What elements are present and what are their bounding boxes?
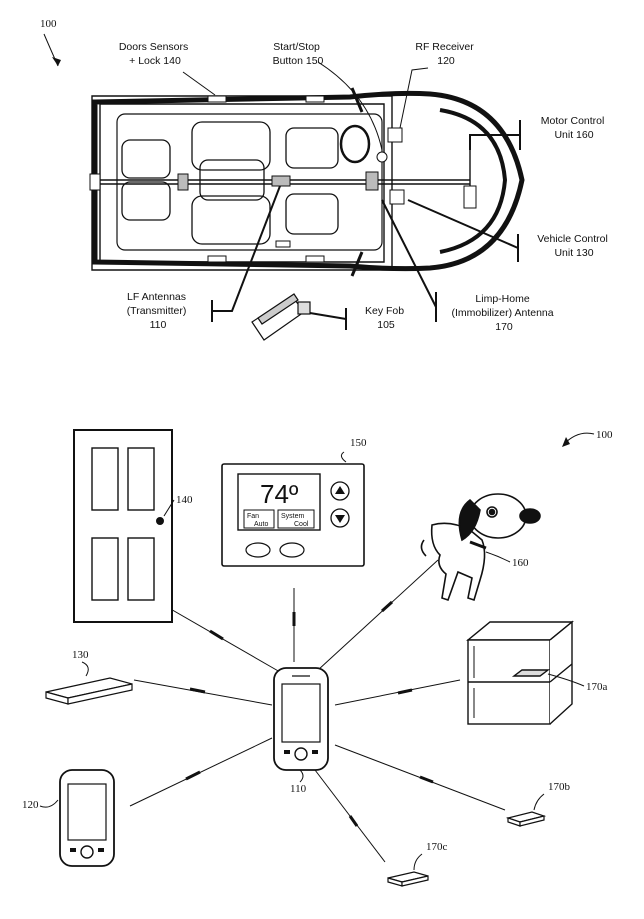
vehicle-components xyxy=(89,95,477,263)
vehicle-control-box xyxy=(389,189,405,205)
up-arrow-icon xyxy=(335,486,345,494)
front-seat-left xyxy=(285,127,339,169)
link-phone2 xyxy=(129,737,273,807)
phone-120-leader xyxy=(39,799,59,808)
door-ref-label: 140 xyxy=(176,494,193,506)
down-arrow-icon xyxy=(335,515,345,523)
tag-170b-leader xyxy=(533,793,545,811)
dog-leader xyxy=(485,551,511,563)
motor-control-box xyxy=(463,185,477,209)
fan-value: Auto xyxy=(254,521,269,528)
car-frame xyxy=(91,95,393,271)
fig1-ref-label: 100 xyxy=(40,18,57,30)
phone-110-leader xyxy=(299,769,304,783)
thermostat-button-left xyxy=(245,542,271,558)
rf-receiver-label: RF Receiver 120 xyxy=(415,41,476,67)
control-box-icon xyxy=(45,677,133,705)
lf-antenna-middle xyxy=(271,175,291,187)
fig2-ref-label: 100 xyxy=(596,429,613,441)
lf-antenna-front xyxy=(365,171,379,191)
door-sensor-2 xyxy=(305,95,325,103)
system-label: System xyxy=(281,513,305,520)
rear-sensor xyxy=(89,173,101,191)
leader-vehicle-control xyxy=(407,199,519,262)
key-fob-label: Key Fob 105 xyxy=(365,305,407,331)
car-body-outline xyxy=(92,90,525,272)
limp-home-label: Limp-Home (Immobilizer) Antenna 170 xyxy=(451,293,556,333)
car-cabin xyxy=(116,113,383,251)
phone-120-ref-label: 120 xyxy=(22,799,39,811)
tag-170b-icon xyxy=(505,811,547,827)
door-leader xyxy=(163,499,175,517)
floor-sensor xyxy=(275,240,291,248)
dog-icon xyxy=(420,493,541,602)
link-dog xyxy=(317,559,439,671)
tag-170c-icon xyxy=(387,871,429,887)
lf-antennas-label: LF Antennas (Transmitter) 110 xyxy=(127,291,190,331)
leader-doors xyxy=(182,71,216,96)
front-seat-right xyxy=(285,193,339,235)
thermostat-ref-label: 150 xyxy=(350,437,367,449)
lf-antenna-rear xyxy=(177,173,189,191)
windshield xyxy=(439,108,508,254)
leader-key-fob xyxy=(309,308,347,330)
figure-home: 100 xyxy=(22,429,613,887)
car-frame-inner xyxy=(99,103,385,263)
mirrors xyxy=(350,87,364,277)
steering-wheel xyxy=(339,124,371,164)
door-sensor-4 xyxy=(305,255,325,263)
figure-vehicle: 100 xyxy=(40,18,611,341)
start-stop-button xyxy=(376,151,388,163)
fan-label: Fan xyxy=(247,513,259,520)
tag-170c-ref-label: 170c xyxy=(426,841,448,853)
leader-rf xyxy=(399,67,429,129)
rf-receiver-box xyxy=(387,127,403,143)
thermostat-icon: 74º Fan Auto System Cool xyxy=(221,463,365,567)
key-fob-icon xyxy=(251,293,311,341)
phone-110-icon xyxy=(273,667,329,771)
link-signal-marks xyxy=(185,600,434,827)
shelf-icon xyxy=(466,620,574,725)
motor-control-label: Motor Control Unit 160 xyxy=(541,115,608,141)
door-sensor-3 xyxy=(207,255,227,263)
thermostat-button-right xyxy=(279,542,305,558)
seats xyxy=(121,121,371,245)
start-stop-label: Start/Stop Button 150 xyxy=(273,41,324,67)
tag-170b-ref-label: 170b xyxy=(548,781,571,793)
box-ref-label: 130 xyxy=(72,649,89,661)
fig1-ref-arrowhead xyxy=(52,57,61,66)
rear-seat-right xyxy=(121,181,171,221)
tag-170c-leader xyxy=(413,853,423,871)
box-leader xyxy=(81,661,89,677)
middle-seat-right xyxy=(191,195,271,245)
phone-110-ref-label: 110 xyxy=(290,783,307,795)
link-shelf xyxy=(334,679,461,706)
door-icon xyxy=(73,429,173,623)
vehicle-control-label: Vehicle Control Unit 130 xyxy=(537,233,611,259)
door-sensor-1 xyxy=(207,95,227,103)
leader-motor xyxy=(469,120,521,150)
dog-ref-label: 160 xyxy=(512,557,529,569)
leader-limp-home xyxy=(381,199,437,322)
phone-120-icon xyxy=(59,769,115,867)
rear-seat-left xyxy=(121,139,171,179)
shelf-ref-label: 170a xyxy=(586,681,608,693)
leader-lf-antennas xyxy=(211,185,281,322)
shelf-leader xyxy=(547,673,585,687)
doors-sensors-label: Doors Sensors + Lock 140 xyxy=(119,41,191,67)
system-value: Cool xyxy=(294,521,309,528)
thermostat-leader xyxy=(340,451,347,463)
fig2-ref-arrowhead xyxy=(562,437,570,447)
leader-startstop xyxy=(317,61,383,151)
thermostat-temp: 74º xyxy=(260,479,299,509)
middle-seat-left xyxy=(191,121,271,171)
